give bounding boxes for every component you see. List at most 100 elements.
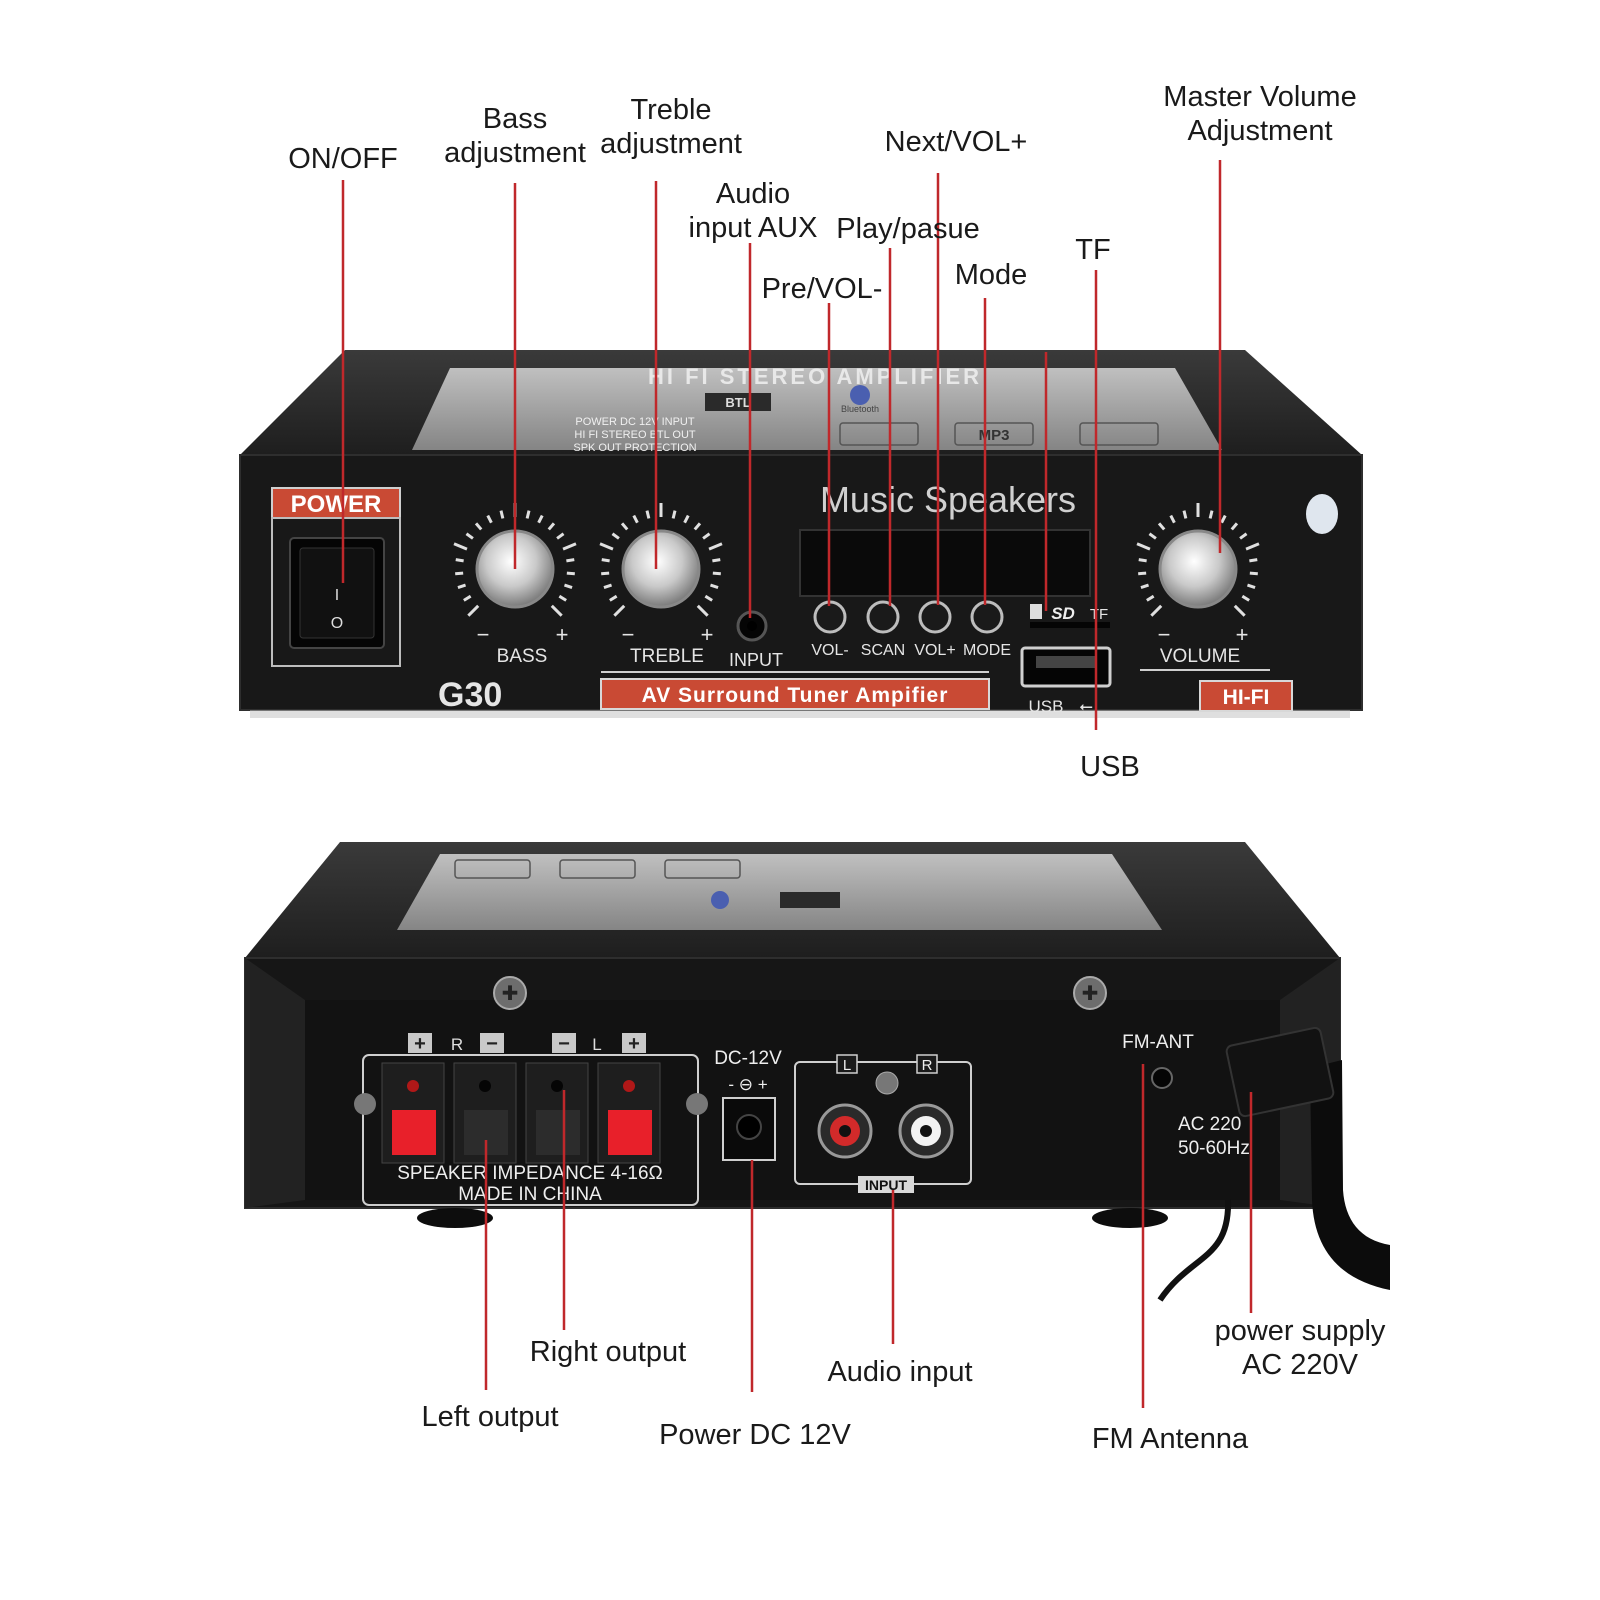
callout-ac-line-2: AC 220V [1241, 1349, 1359, 1381]
callout-ac-line-1: power supply [1214, 1315, 1386, 1347]
vol-minus-label: VOL- [811, 642, 848, 659]
scale-bass-tick [566, 558, 575, 563]
speaker-plus-left: + [628, 1033, 640, 1055]
scale-bass-tick [537, 514, 544, 524]
scale-volume-tick [1230, 522, 1239, 531]
scale-treble-tick [696, 604, 709, 617]
dc-label: DC-12V [714, 1048, 782, 1069]
vol-minus-button[interactable] [813, 600, 847, 634]
scale-treble-tick [693, 522, 702, 531]
speaker-minus-left: − [558, 1033, 570, 1055]
callout-left-out: Left output [421, 1401, 559, 1433]
speaker-hole-4 [623, 1080, 635, 1092]
rca-center-screw [875, 1071, 899, 1095]
callout-bass: Bass adjustment [420, 102, 610, 170]
ac-voltage-text: AC 220 [1178, 1114, 1241, 1135]
tf-slot[interactable] [1030, 622, 1110, 628]
btl-badge [705, 393, 771, 411]
sticker-line-2: HI FI STEREO BTL OUT [574, 429, 695, 441]
hifi-text: HI-FI [1223, 686, 1270, 709]
scale-treble-tick [708, 542, 723, 551]
scale-bass-tick [550, 604, 563, 617]
sd-label: SD [1051, 604, 1075, 623]
screw-top-left [493, 976, 527, 1010]
power-cord-plug [1225, 1026, 1335, 1118]
mode-button[interactable] [970, 600, 1004, 634]
volume-knob[interactable] [1158, 529, 1238, 609]
speaker-plus-left-box [622, 1033, 646, 1053]
hifi-box [1199, 680, 1293, 712]
front-top-sticker [412, 368, 1222, 450]
bluetooth-badge-text: Bluetooth [841, 404, 879, 414]
callout-mode: Mode [954, 259, 1028, 291]
scale-volume-tick [1241, 594, 1250, 602]
rca-right-pin [920, 1125, 932, 1137]
scale-bass-tick [455, 558, 464, 563]
front-sticker-title: HI FI STEREO AMPLIFIER [648, 364, 982, 389]
speaker-terminal-frame [362, 1054, 699, 1206]
sticker-line-1: POWER DC 12V INPUT [575, 416, 694, 428]
scale-bass-tick [455, 571, 464, 576]
vol-plus-button[interactable] [918, 600, 952, 634]
scale-volume-tick [1140, 583, 1150, 589]
fm-ant-jack[interactable] [1151, 1067, 1173, 1089]
back-sticker-icon-box-1 [454, 859, 531, 879]
scale-bass-tick [562, 542, 577, 551]
back-top-sticker [397, 854, 1162, 930]
treble-scale [599, 503, 723, 617]
scan-button[interactable] [866, 600, 900, 634]
speaker-screw-left [354, 1093, 376, 1115]
back-sticker-icon-box-3 [664, 859, 741, 879]
power-label-box [271, 487, 401, 519]
fm-ant-label: FM-ANT [1122, 1032, 1194, 1053]
btl-badge-text: BTL [725, 395, 750, 410]
usb-label: USB [1029, 697, 1064, 716]
scale-treble-tick [709, 583, 719, 589]
treble-knob[interactable] [621, 529, 701, 609]
bass-scale [453, 503, 577, 617]
switch-on-mark: I [335, 587, 339, 604]
scale-volume-tick [1148, 532, 1157, 540]
speaker-hole-2 [479, 1080, 491, 1092]
strip-text: AV Surround Tuner Ampifier [642, 684, 949, 707]
input-label: INPUT [729, 650, 783, 670]
callout-master-line-1: Master Volume [1163, 81, 1357, 113]
volume-plus: + [1236, 622, 1249, 647]
scale-volume-tick [1169, 514, 1176, 524]
front-feet-strip [250, 710, 1350, 718]
scale-volume-tick [1245, 542, 1260, 551]
sticker-line-3: SPK OUT PROTECTION [573, 442, 696, 454]
dc-polarity: - ⊖ + [728, 1075, 767, 1094]
callout-right-out: Right output [529, 1336, 687, 1368]
back-foot-left [417, 1208, 493, 1228]
volume-label: VOLUME [1160, 646, 1240, 667]
scale-treble-tick [611, 532, 620, 540]
callout-treble-line-1: Treble [630, 94, 712, 126]
usb-port-tongue [1036, 656, 1096, 668]
callout-pre: Pre/VOL- [761, 273, 883, 305]
treble-plus: + [701, 622, 714, 647]
scale-volume-tick [1136, 542, 1151, 551]
treble-label: TREBLE [630, 646, 704, 667]
scale-treble-tick [712, 558, 721, 563]
callout-usb: USB [1080, 751, 1140, 783]
scale-bass-tick [486, 514, 493, 524]
callout-master-line-2: Adjustment [1187, 115, 1333, 147]
callout-audio-in: Audio input [827, 1356, 973, 1388]
brand-text: Music Speakers [820, 479, 1076, 520]
power-switch[interactable] [299, 547, 375, 639]
scale-volume-tick [1220, 514, 1227, 524]
rca-input-tag-box [858, 1176, 914, 1193]
aux-input-hole [747, 621, 757, 631]
leader-lines [341, 160, 1253, 1408]
sd-card-icon [1030, 604, 1042, 619]
scale-treble-tick [603, 583, 613, 589]
scale-bass-tick [467, 604, 480, 617]
scale-volume-tick [1246, 583, 1256, 589]
scale-bass-tick [499, 510, 505, 519]
back-sticker-icon-box-2 [559, 859, 636, 879]
callout-master: Master Volume Adjustment [1140, 80, 1380, 148]
mode-label: MODE [963, 642, 1011, 659]
scale-treble-tick [683, 514, 690, 524]
